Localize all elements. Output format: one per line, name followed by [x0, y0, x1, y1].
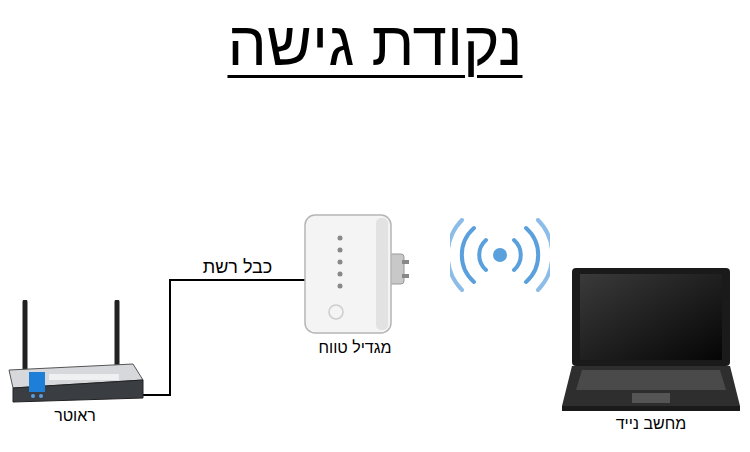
device-label: מחשב נייד: [616, 413, 687, 433]
extender-drawing: [300, 212, 410, 337]
extender-node: מגדיל טווח: [300, 212, 410, 357]
network-cable: [143, 280, 305, 395]
device-label: מגדיל טווח: [319, 337, 392, 357]
wifi-symbol: [450, 218, 550, 293]
diagram-title: נקודת גישה: [0, 8, 750, 79]
laptop-node: מחשב נייד: [560, 268, 742, 433]
device-label: ראוטר: [54, 405, 96, 425]
router-node: ראוטר: [5, 300, 145, 425]
cable-label: כבל רשת: [201, 257, 275, 278]
laptop-drawing: [560, 268, 742, 413]
router-drawing: [5, 300, 145, 405]
